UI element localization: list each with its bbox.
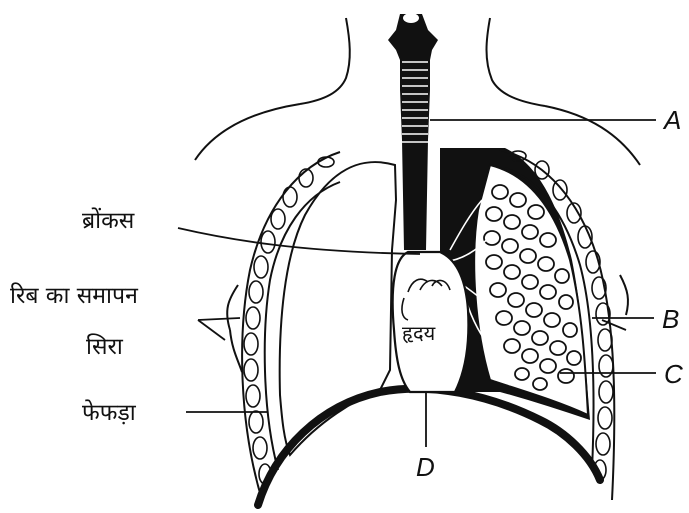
leader-rib-end-2	[198, 318, 240, 320]
leader-bronchus	[178, 228, 420, 254]
leader-rib-end-1	[198, 320, 225, 340]
label-rib-end-line1: रिब का समापन	[10, 282, 139, 309]
label-A: A	[662, 105, 681, 135]
label-rib-end-line2: सिरा	[86, 333, 124, 360]
label-lung: फेफड़ा	[82, 399, 137, 426]
label-D: D	[416, 452, 435, 482]
label-bronchus: ब्रोंकस	[82, 207, 135, 234]
label-heart: हृदय	[402, 321, 436, 345]
label-C: C	[664, 359, 683, 389]
label-B: B	[662, 304, 679, 334]
left-rib-cage	[227, 152, 340, 500]
